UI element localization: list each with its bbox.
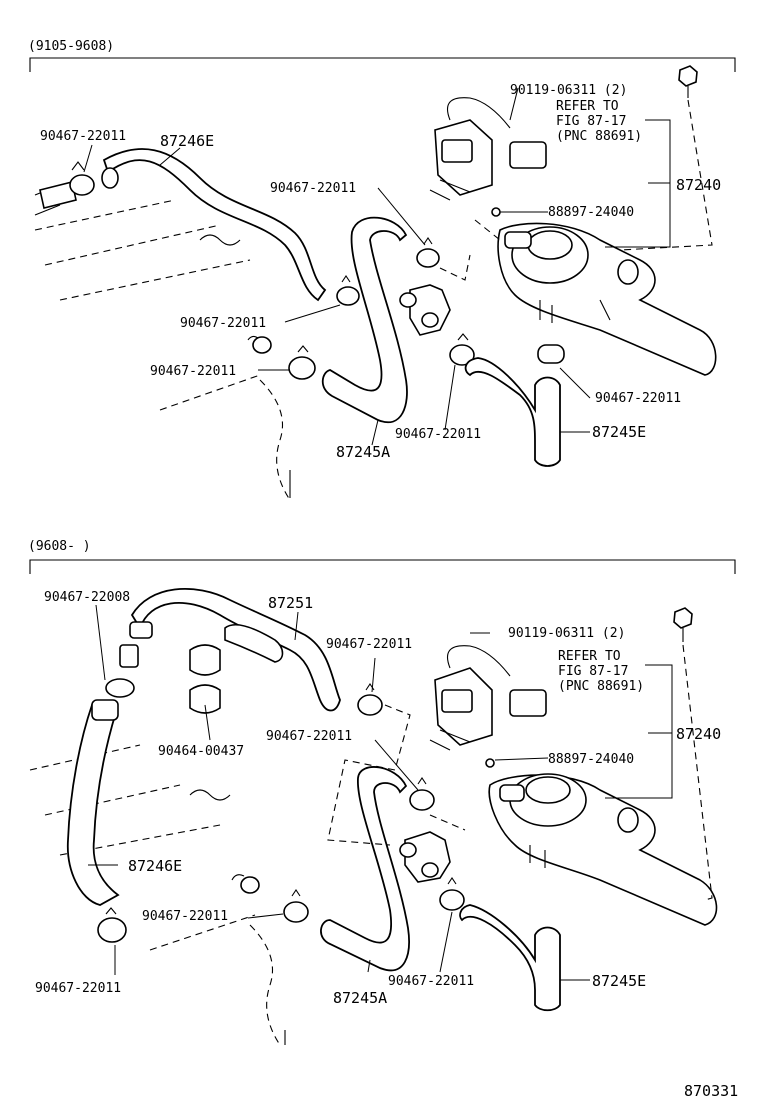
label-clamp-d: 90467-22011	[150, 364, 236, 379]
label-refer-2: FIG 87-17	[558, 664, 628, 679]
clamp-icon	[409, 777, 435, 811]
label-hose-246: 87246E	[128, 857, 182, 875]
clamp-icon	[537, 344, 565, 364]
clamp-icon	[69, 161, 95, 196]
label-clamp-f: 90467-22011	[395, 427, 481, 442]
hose-87251	[130, 588, 341, 712]
label-hose-251: 87251	[268, 594, 313, 612]
label-screw: 88897-24040	[548, 752, 634, 767]
label-refer-1: REFER TO	[558, 649, 621, 664]
fitting-icon	[399, 831, 451, 883]
figure-number: 870331	[684, 1082, 738, 1100]
label-screw: 88897-24040	[548, 205, 634, 220]
label-clip: 90464-00437	[158, 744, 244, 759]
fitting-icon	[399, 284, 451, 336]
connector-icon	[247, 335, 272, 354]
section-2-bracket	[29, 559, 736, 574]
clamp-icon	[416, 237, 440, 268]
clamp-icon	[119, 621, 153, 668]
engine-outline	[29, 744, 286, 1046]
clamp-icon	[439, 877, 465, 911]
clamp-icon	[449, 333, 475, 366]
valve-assembly	[429, 645, 718, 926]
label-clamp-08: 90467-22008	[44, 590, 130, 605]
bolt-icon	[678, 65, 698, 98]
label-hose-a: 87245A	[336, 443, 390, 461]
label-clamp-b: 90467-22011	[270, 181, 356, 196]
label-refer-2: FIG 87-17	[556, 114, 626, 129]
label-refer-3: (PNC 88691)	[558, 679, 644, 694]
label-refer-3: (PNC 88691)	[556, 129, 642, 144]
section-1-bracket	[29, 57, 736, 72]
label-valve: 87240	[676, 725, 721, 743]
label-hose-e: 87245E	[592, 423, 646, 441]
hose-87245e	[464, 357, 561, 467]
label-clamp-a: 90467-22011	[40, 129, 126, 144]
section-1-range: (9105-9608)	[28, 39, 114, 54]
hose-87246e	[102, 148, 327, 302]
clamp-icon	[336, 275, 360, 306]
label-clamp-b: 90467-22011	[266, 729, 352, 744]
hose-87245a	[321, 216, 408, 423]
label-valve: 87240	[676, 176, 721, 194]
section-1: (9105-9608)	[28, 39, 736, 501]
label-clamp-e: 90467-22011	[595, 391, 681, 406]
valve-assembly	[429, 97, 717, 376]
hose-87246e	[66, 703, 120, 906]
label-bolt: 90119-06311 (2)	[508, 626, 625, 641]
clamp-icon	[105, 678, 135, 698]
label-clamp-c: 90467-22011	[180, 316, 266, 331]
label-clamp-d: 90467-22011	[35, 981, 121, 996]
section-2: (9608- )	[28, 539, 736, 1046]
clamp-icon	[288, 345, 316, 380]
label-refer-1: REFER TO	[556, 99, 619, 114]
label-hose-e: 87245E	[592, 972, 646, 990]
label-bolt: 90119-06311 (2)	[510, 83, 627, 98]
clip-icon	[189, 644, 221, 714]
engine-outline	[34, 181, 291, 501]
section-2-range: (9608- )	[28, 539, 91, 554]
clamp-icon	[283, 889, 309, 923]
connector-icon	[231, 874, 260, 894]
label-hose-a: 87245A	[333, 989, 387, 1007]
label-clamp-e: 90467-22011	[388, 974, 474, 989]
label-clamp-a: 90467-22011	[326, 637, 412, 652]
bolt-icon	[673, 607, 693, 642]
label-clamp-c: 90467-22011	[142, 909, 228, 924]
clamp-icon	[97, 907, 127, 943]
label-hose-top: 87246E	[160, 132, 214, 150]
hose-87245e	[459, 904, 561, 1012]
clamp-icon	[357, 683, 383, 716]
hose-87245a	[320, 766, 410, 972]
